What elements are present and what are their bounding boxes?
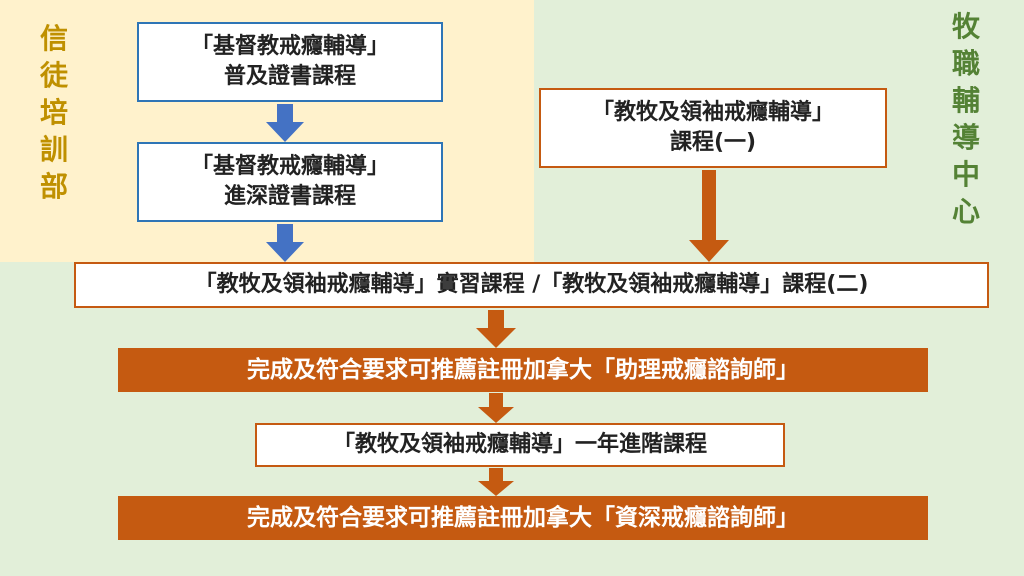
label-char: 導 xyxy=(951,121,980,154)
label-char: 輔 xyxy=(951,84,980,117)
arrow-down-icon xyxy=(689,170,729,262)
box-line: 進深證書課程 xyxy=(223,184,356,209)
assistant-counselor-box: 完成及符合要求可推薦註冊加拿大「助理戒癮諮詢師」 xyxy=(118,348,928,392)
arrow-down-icon xyxy=(266,224,304,262)
box-line: 完成及符合要求可推薦註冊加拿大「助理戒癮諮詢師」 xyxy=(247,357,799,383)
box-line: 「基督教戒癮輔導」 xyxy=(190,154,389,179)
box-line: 「教牧及領袖戒癮輔導」實習課程 /「教牧及領袖戒癮輔導」課程(二) xyxy=(194,272,869,297)
label-char: 中 xyxy=(951,158,980,191)
one-year-advanced-course-box: 「教牧及領袖戒癮輔導」一年進階課程 xyxy=(255,423,785,467)
arrow-down-icon xyxy=(476,310,516,348)
label-char: 徒 xyxy=(39,59,68,92)
basic-certificate-course-box: 「基督教戒癮輔導」 普及證書課程 xyxy=(137,22,443,102)
label-char: 部 xyxy=(39,170,68,203)
arrow-down-icon xyxy=(478,393,514,423)
arrow-down-icon xyxy=(478,468,514,496)
box-line: 完成及符合要求可推薦註冊加拿大「資深戒癮諮詢師」 xyxy=(247,505,799,531)
pastoral-course-one-box: 「教牧及領袖戒癮輔導」 課程(一) xyxy=(539,88,887,168)
advanced-certificate-course-box: 「基督教戒癮輔導」 進深證書課程 xyxy=(137,142,443,222)
box-line: 「教牧及領袖戒癮輔導」 xyxy=(591,100,834,125)
pastoral-counseling-center-label: 牧 職 輔 導 中 心 xyxy=(946,8,986,230)
label-char: 信 xyxy=(39,22,68,55)
training-department-label: 信 徒 培 訓 部 xyxy=(34,20,74,205)
box-line: 課程(一) xyxy=(669,130,757,155)
box-line: 普及證書課程 xyxy=(223,64,356,89)
label-char: 培 xyxy=(39,96,68,129)
label-char: 牧 xyxy=(951,10,980,43)
practicum-or-course-two-box: 「教牧及領袖戒癮輔導」實習課程 /「教牧及領袖戒癮輔導」課程(二) xyxy=(74,262,989,308)
senior-counselor-box: 完成及符合要求可推薦註冊加拿大「資深戒癮諮詢師」 xyxy=(118,496,928,540)
label-char: 心 xyxy=(951,195,980,228)
box-line: 「基督教戒癮輔導」 xyxy=(190,34,389,59)
box-line: 「教牧及領袖戒癮輔導」一年進階課程 xyxy=(332,432,707,457)
arrow-down-icon xyxy=(266,104,304,142)
label-char: 職 xyxy=(951,47,980,80)
label-char: 訓 xyxy=(39,133,68,166)
